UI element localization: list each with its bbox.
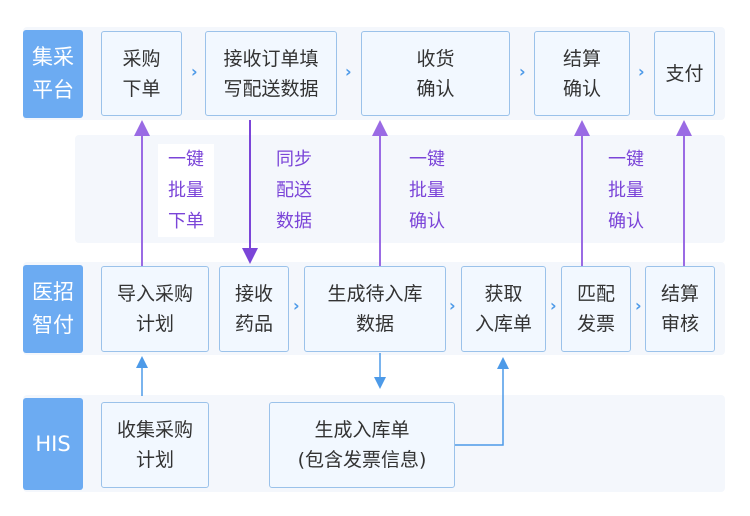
step-match-invoice[interactable]: 匹配 发票	[561, 266, 631, 352]
chevron-right-icon: ›	[638, 62, 645, 81]
step-pending-inbound[interactable]: 生成待入库 数据	[304, 266, 446, 352]
step-collect-plan[interactable]: 收集采购 计划	[101, 402, 209, 488]
label-batch-confirm-settle: 一键 批量 确认	[608, 149, 644, 232]
chevron-right-icon: ›	[293, 296, 300, 315]
step-payment[interactable]: 支付	[654, 31, 715, 116]
arrow-inbound-up	[455, 357, 509, 446]
chevron-right-icon: ›	[345, 62, 352, 81]
chevron-right-icon: ›	[449, 296, 456, 315]
step-goods-receipt[interactable]: 收货 确认	[361, 31, 510, 116]
step-purchase-order[interactable]: 采购 下单	[101, 31, 182, 116]
chevron-right-icon: ›	[191, 62, 198, 81]
step-generate-inbound[interactable]: 生成入库单 (包含发票信息)	[269, 402, 455, 488]
step-receive-order[interactable]: 接收订单填 写配送数据	[205, 31, 337, 116]
label-batch-confirm-receipt: 一键 批量 确认	[409, 149, 445, 232]
step-settle-confirm[interactable]: 结算 确认	[534, 31, 630, 116]
chevron-right-icon: ›	[635, 296, 642, 315]
label-batch-order: 一键 批量 下单	[158, 144, 214, 237]
step-receive-drugs[interactable]: 接收 药品	[219, 266, 289, 352]
step-import-plan[interactable]: 导入采购 计划	[101, 266, 209, 352]
lane-his: HIS	[23, 398, 83, 490]
chevron-right-icon: ›	[550, 296, 557, 315]
chevron-right-icon: ›	[519, 62, 526, 81]
step-settle-review[interactable]: 结算 审核	[645, 266, 715, 352]
step-get-inbound[interactable]: 获取 入库单	[461, 266, 546, 352]
lane-hospital: 医招 智付	[23, 265, 83, 353]
label-sync-delivery: 同步 配送 数据	[276, 149, 312, 232]
lane-platform: 集采 平台	[23, 30, 83, 118]
